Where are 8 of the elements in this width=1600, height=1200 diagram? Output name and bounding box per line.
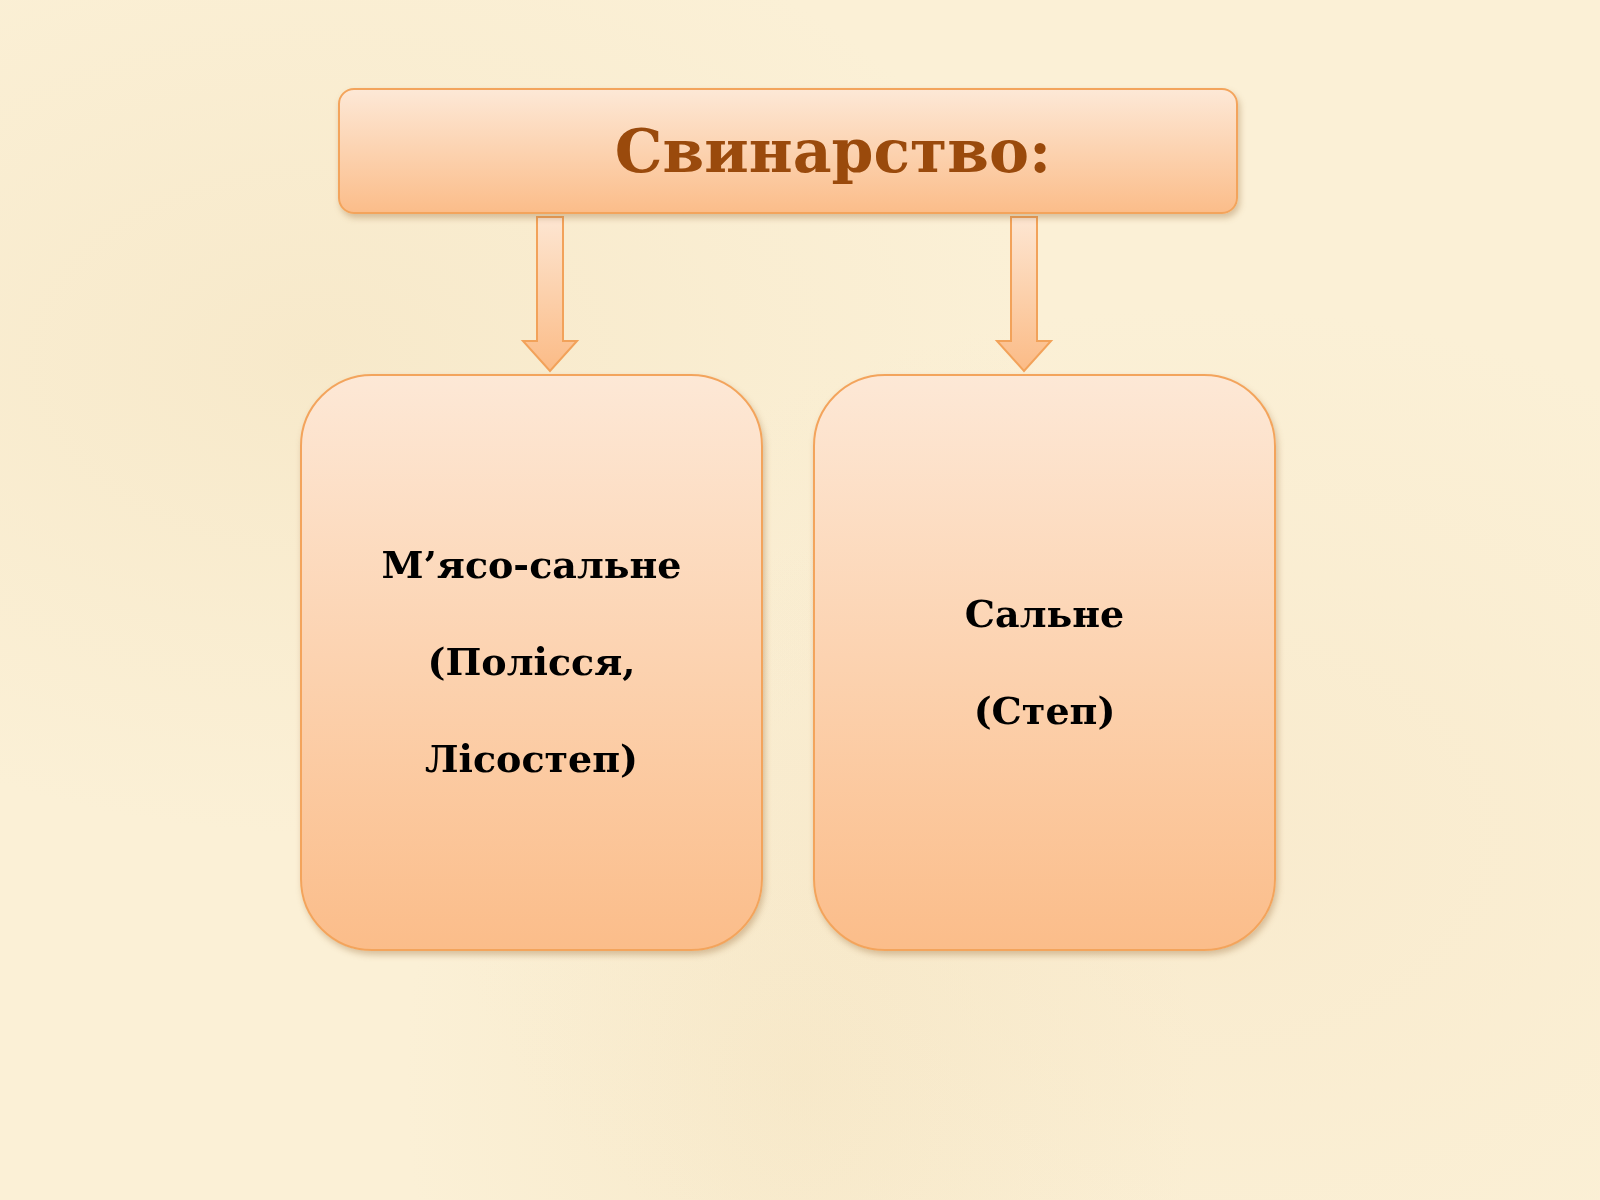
box-label: Сальне (Степ)	[963, 589, 1126, 735]
block-arrow	[520, 216, 580, 373]
heading-text: Свинарство:	[614, 115, 1052, 187]
block-arrow	[994, 216, 1054, 373]
category-box	[813, 374, 1276, 951]
box-label: М’ясо-сальне (Полісся, Лісостеп)	[380, 541, 683, 783]
heading-box	[338, 88, 1238, 214]
category-box	[300, 374, 763, 951]
